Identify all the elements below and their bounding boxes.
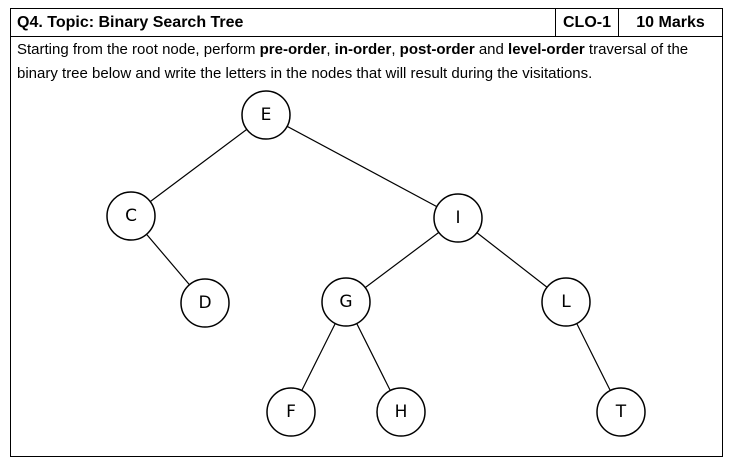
tree-node-l: L: [541, 277, 591, 327]
tree-node-circle: [376, 387, 426, 437]
tree-edge-e-c: [130, 114, 267, 217]
question-text-part: ,: [391, 41, 400, 58]
question-title: Q4. Topic: Binary Search Tree: [17, 13, 244, 31]
tree-node-g: G: [321, 277, 371, 327]
tree-node-circle: [180, 278, 230, 328]
tree-node-h: H: [376, 387, 426, 437]
tree-edge-e-i: [265, 114, 459, 219]
tree-node-circle: [106, 191, 156, 241]
tree-node-label: H: [395, 402, 408, 422]
question-box: Q4. Topic: Binary Search Tree CLO-1 10 M…: [10, 8, 723, 457]
tree-node-circle: [433, 193, 483, 243]
marks-label: 10 Marks: [618, 9, 722, 36]
question-text-part: and: [474, 41, 509, 58]
tree-node-label: L: [561, 292, 571, 312]
tree-node-circle: [596, 387, 646, 437]
tree-node-label: D: [198, 293, 211, 313]
tree-node-label: I: [455, 208, 460, 228]
post-order-term: post-order: [399, 41, 475, 58]
tree-node-circle: [321, 277, 371, 327]
question-text-part: traversal of the binary tree below and w…: [17, 41, 689, 82]
question-text: Starting from the root node, perform pre…: [17, 38, 717, 85]
clo-label: CLO-1: [555, 9, 618, 36]
question-text-part: Starting from the root node, perform: [17, 41, 260, 58]
tree-node-label: F: [286, 402, 296, 422]
tree-node-circle: [241, 90, 291, 140]
tree-node-label: T: [615, 402, 627, 422]
in-order-term: in-order: [334, 41, 392, 58]
tree-node-e: E: [241, 90, 291, 140]
tree-node-c: C: [106, 191, 156, 241]
tree-node-circle: [266, 387, 316, 437]
tree-node-circle: [541, 277, 591, 327]
question-text-part: ,: [326, 41, 335, 58]
level-order-term: level-order: [508, 41, 585, 58]
tree-node-label: G: [339, 292, 352, 312]
tree-node-f: F: [266, 387, 316, 437]
tree-node-t: T: [596, 387, 646, 437]
tree-node-d: D: [180, 278, 230, 328]
tree-node-label: C: [125, 206, 137, 226]
question-header: Q4. Topic: Binary Search Tree CLO-1 10 M…: [11, 9, 722, 37]
pre-order-term: pre-order: [259, 41, 327, 58]
tree-node-i: I: [433, 193, 483, 243]
tree-node-label: E: [261, 105, 272, 125]
